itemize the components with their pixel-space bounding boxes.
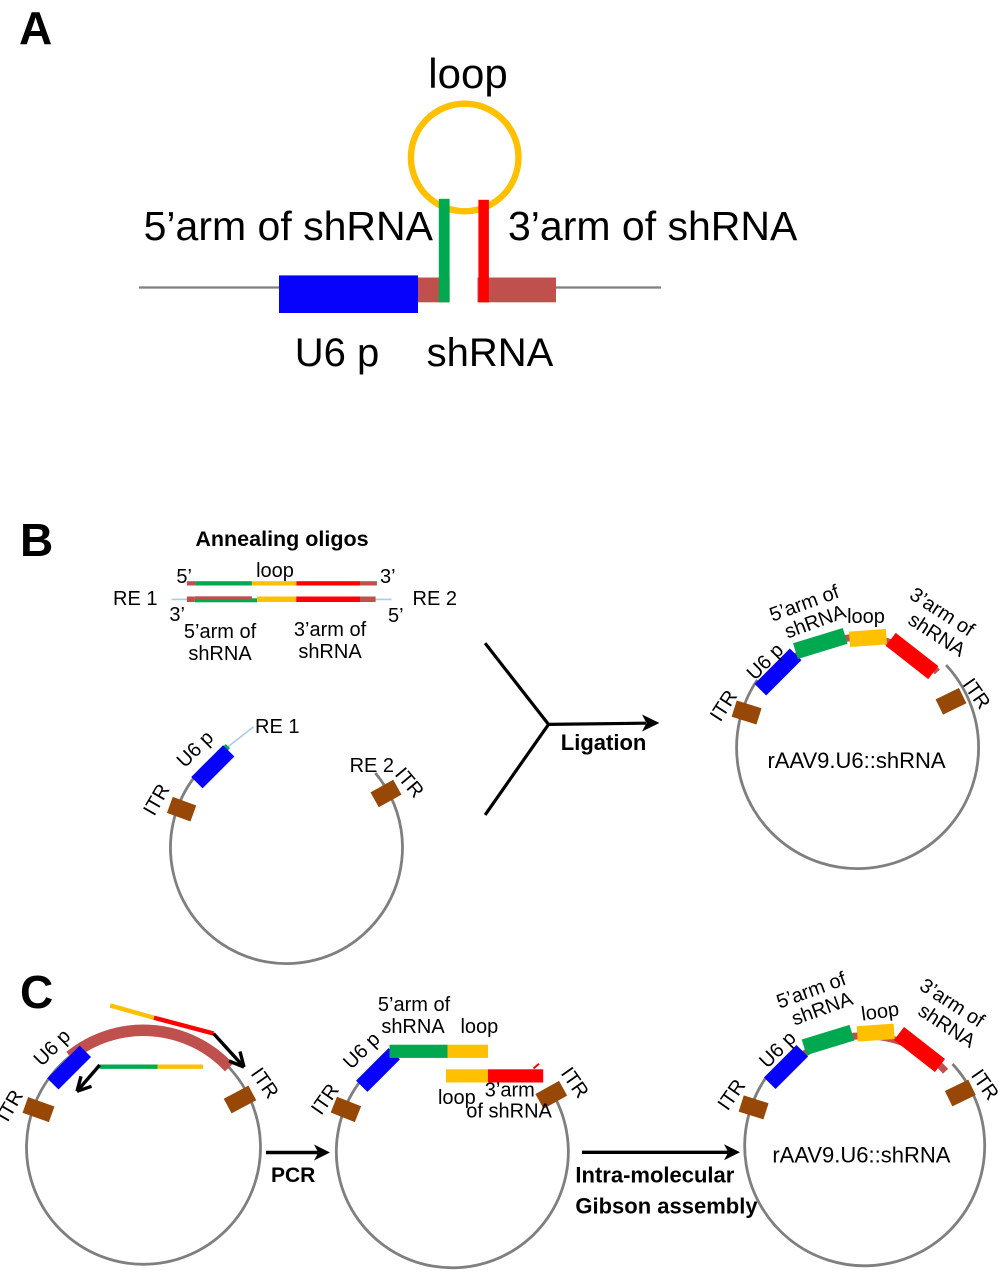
svg-text:of shRNA: of shRNA (466, 1101, 552, 1123)
svg-text:B: B (20, 514, 53, 566)
svg-text:Intra-molecular: Intra-molecular (575, 1163, 734, 1188)
svg-text:RE 1: RE 1 (255, 716, 299, 738)
svg-text:loop: loop (428, 50, 507, 97)
svg-text:loop: loop (847, 606, 885, 628)
svg-text:ITR: ITR (966, 1065, 1000, 1104)
svg-text:5’arm of shRNA: 5’arm of shRNA (144, 203, 434, 249)
svg-text:RE 2: RE 2 (413, 588, 457, 610)
svg-text:loop: loop (256, 560, 294, 582)
svg-text:shRNA: shRNA (298, 641, 362, 663)
svg-text:RE 2: RE 2 (350, 755, 394, 777)
svg-text:ITR: ITR (0, 1087, 28, 1126)
svg-text:Annealing oligos: Annealing oligos (195, 527, 368, 551)
svg-text:U6 p: U6 p (295, 331, 380, 375)
svg-text:A: A (19, 2, 52, 54)
svg-text:Ligation: Ligation (561, 730, 647, 755)
svg-text:ITR: ITR (958, 674, 995, 713)
svg-text:3’: 3’ (169, 604, 185, 626)
svg-text:shRNA: shRNA (381, 1016, 445, 1038)
svg-text:5’: 5’ (176, 566, 192, 588)
svg-text:loop: loop (860, 999, 901, 1026)
svg-text:PCR: PCR (271, 1164, 315, 1187)
svg-text:RE 1: RE 1 (113, 588, 157, 610)
svg-text:C: C (20, 966, 53, 1018)
svg-text:ITR: ITR (706, 686, 742, 725)
svg-text:3’arm of: 3’arm of (294, 619, 367, 641)
svg-text:3’arm: 3’arm (485, 1080, 535, 1102)
svg-text:rAAV9.U6::shRNA: rAAV9.U6::shRNA (767, 748, 945, 773)
svg-text:5’arm of: 5’arm of (184, 621, 257, 643)
svg-text:5’: 5’ (388, 605, 404, 627)
svg-text:loop: loop (438, 1087, 476, 1109)
svg-text:rAAV9.U6::shRNA: rAAV9.U6::shRNA (772, 1143, 950, 1168)
svg-text:shRNA: shRNA (188, 643, 252, 665)
svg-text:shRNA: shRNA (427, 331, 554, 375)
svg-text:3’: 3’ (380, 566, 396, 588)
svg-text:Gibson assembly: Gibson assembly (575, 1194, 758, 1219)
svg-text:3’arm of shRNA: 3’arm of shRNA (508, 203, 798, 249)
svg-text:5’arm of: 5’arm of (378, 994, 451, 1016)
svg-text:loop: loop (460, 1016, 498, 1038)
